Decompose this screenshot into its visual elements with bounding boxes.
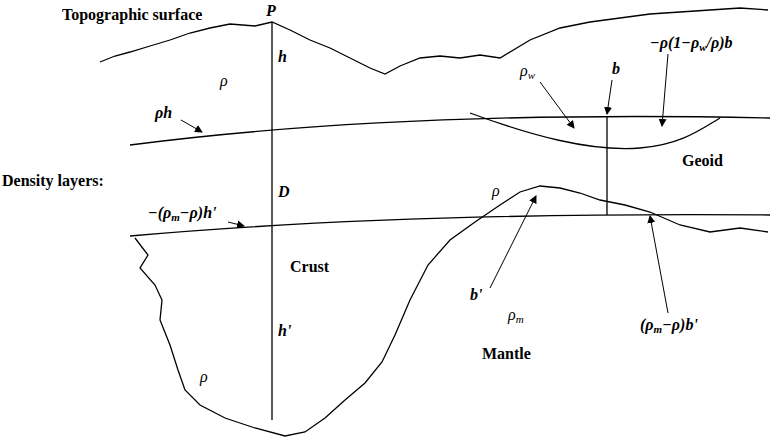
- leader-arrow: [607, 80, 612, 114]
- density-layer-formula: (ρm−ρ)b': [640, 316, 698, 334]
- density-symbol: ρm: [508, 306, 524, 324]
- height-symbol: h: [278, 48, 287, 66]
- density-symbol: ρw: [520, 62, 535, 80]
- surface-title: Topographic surface: [62, 6, 202, 24]
- sea-floor: [470, 113, 720, 149]
- crust-mantle-boundary: [135, 186, 768, 436]
- layer-name: Crust: [290, 258, 329, 276]
- vertical-profile: [606, 117, 607, 215]
- density-layer-formula: ρh: [155, 104, 172, 122]
- depth-symbol: D: [278, 183, 290, 201]
- leader-arrow: [650, 216, 668, 313]
- depth-symbol: b: [612, 60, 620, 78]
- depth-symbol: h': [278, 322, 291, 340]
- leader-arrow: [490, 196, 536, 288]
- leader-arrow: [540, 82, 574, 128]
- vertical-profile: [271, 22, 272, 420]
- density-symbol: ρ: [200, 368, 208, 386]
- depth-symbol: b': [470, 286, 482, 304]
- leader-arrow: [228, 222, 244, 226]
- density-layer-formula: −(ρm−ρ)h': [148, 204, 216, 222]
- layer-name: Mantle: [482, 345, 531, 363]
- geoid-line: [130, 117, 770, 145]
- density-symbol: ρ: [492, 182, 500, 200]
- leader-arrow: [662, 54, 668, 126]
- point-label: P: [266, 2, 276, 20]
- compensation-level: [130, 215, 770, 236]
- side-heading: Density layers:: [2, 172, 104, 190]
- density-layer-formula: −ρ(1−ρw/ρ)b: [650, 34, 733, 52]
- density-symbol: ρ: [220, 72, 228, 90]
- surface-name: Geoid: [682, 152, 723, 170]
- leader-arrow: [181, 120, 202, 132]
